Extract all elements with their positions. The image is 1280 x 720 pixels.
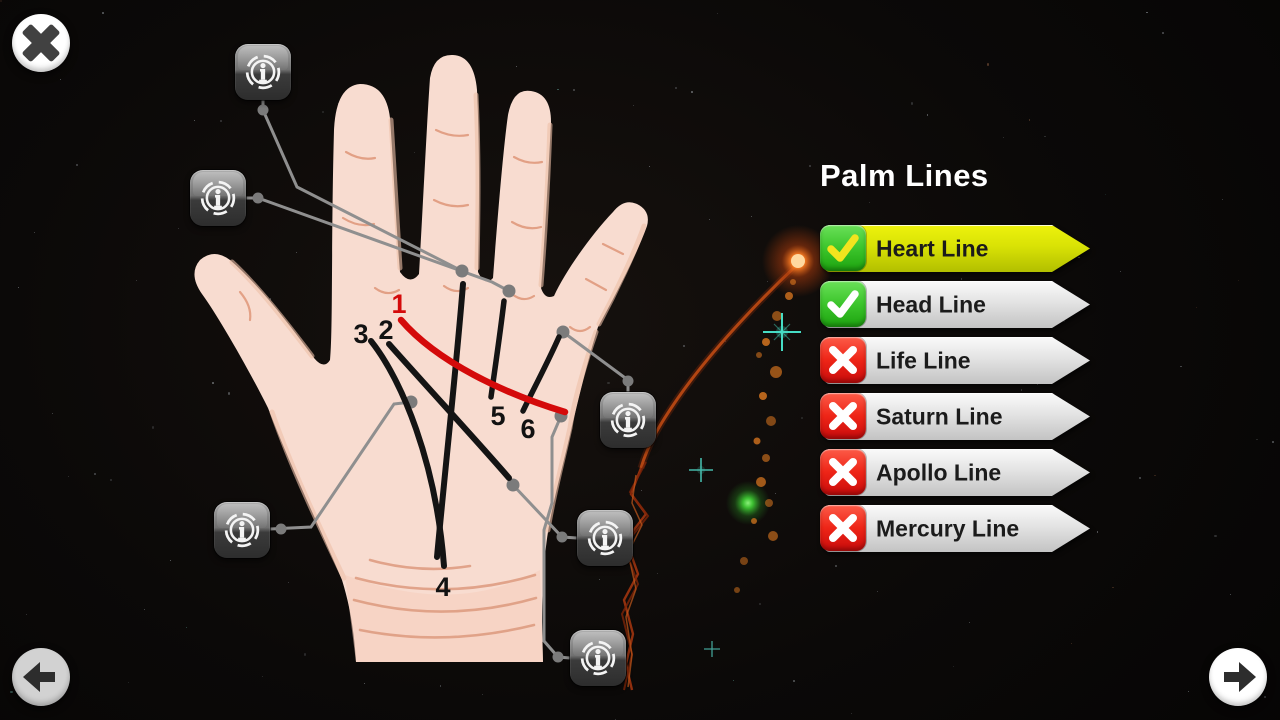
- palm-line-label: Saturn Line: [876, 403, 1003, 429]
- check-icon: [827, 234, 859, 262]
- info-icon: [224, 512, 260, 548]
- check-icon: [827, 290, 859, 318]
- cross-icon: [829, 458, 857, 486]
- cross-icon: [829, 402, 857, 430]
- info-button-mercury-line[interactable]: [600, 392, 656, 448]
- palm-label-2: 2: [378, 315, 393, 345]
- list-item-heart-line[interactable]: Heart Line: [820, 225, 1092, 272]
- list-item-saturn-line[interactable]: Saturn Line: [820, 393, 1092, 440]
- green-orb: [726, 481, 770, 525]
- palm-line-label: Head Line: [876, 291, 986, 317]
- palm-line-label: Mercury Line: [876, 515, 1020, 541]
- palm-line-label: Apollo Line: [876, 459, 1002, 485]
- close-button[interactable]: [12, 14, 70, 72]
- close-icon: [22, 24, 60, 62]
- info-button-life-line[interactable]: [214, 502, 270, 558]
- palm-label-5: 5: [490, 401, 505, 431]
- info-button-heart-line[interactable]: [570, 630, 626, 686]
- arrow-left-icon: [23, 662, 55, 692]
- next-button[interactable]: [1209, 648, 1267, 706]
- palm-line-label: Life Line: [876, 347, 971, 373]
- palm-label-6: 6: [520, 414, 535, 444]
- apollo-line-path[interactable]: [488, 298, 507, 400]
- list-item-mercury-line[interactable]: Mercury Line: [820, 505, 1092, 552]
- status-badge: [820, 505, 866, 551]
- status-badge: [820, 337, 866, 383]
- cyan-sparkle: [763, 313, 801, 351]
- banner-shape: Apollo Line: [824, 449, 1090, 496]
- info-icon: [200, 180, 236, 216]
- bokeh-trail: [734, 279, 796, 593]
- info-icon: [245, 54, 281, 90]
- previous-button[interactable]: [12, 648, 70, 706]
- status-badge: [820, 393, 866, 439]
- heart-line-path[interactable]: [397, 316, 569, 416]
- info-icon: [610, 402, 646, 438]
- banner-shape: Heart Line: [824, 225, 1090, 272]
- banner-shape: Life Line: [824, 337, 1090, 384]
- list-item-head-line[interactable]: Head Line: [820, 281, 1092, 328]
- palm-label-1: 1: [391, 289, 406, 319]
- palm-label-3: 3: [353, 319, 368, 349]
- banner-shape: Head Line: [824, 281, 1090, 328]
- palm-label-4: 4: [435, 572, 450, 602]
- info-icon: [587, 520, 623, 556]
- status-badge: [820, 225, 866, 271]
- saturn-line-path[interactable]: [434, 281, 466, 560]
- list-item-apollo-line[interactable]: Apollo Line: [820, 449, 1092, 496]
- connector-dots: [252, 104, 634, 663]
- arrow-right-icon: [1224, 662, 1256, 692]
- palm-line-label: Heart Line: [876, 235, 989, 261]
- banner-shape: Mercury Line: [824, 505, 1090, 552]
- info-button-apollo-line[interactable]: [190, 170, 246, 226]
- status-badge: [820, 281, 866, 327]
- info-button-head-line[interactable]: [577, 510, 633, 566]
- banner-shape: Saturn Line: [824, 393, 1090, 440]
- info-button-saturn-line[interactable]: [235, 44, 291, 100]
- hand-shape: [194, 54, 648, 662]
- info-icon: [580, 640, 616, 676]
- mercury-line-path[interactable]: [520, 334, 562, 414]
- status-badge: [820, 449, 866, 495]
- list-item-life-line[interactable]: Life Line: [820, 337, 1092, 384]
- cross-icon: [829, 514, 857, 542]
- page-title: Palm Lines: [820, 158, 989, 193]
- cross-icon: [829, 346, 857, 374]
